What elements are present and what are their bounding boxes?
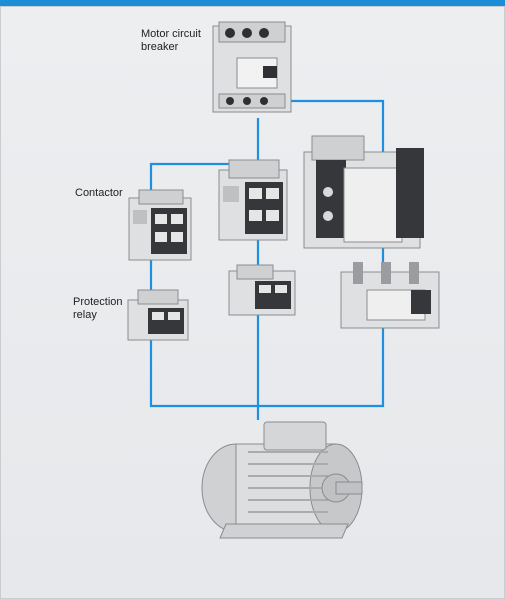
label-motor-circuit-breaker: Motor circuit breaker	[141, 28, 201, 53]
circuit-breaker-icon	[212, 21, 292, 113]
electric-motor-icon	[201, 421, 363, 539]
wire-bottom-bus	[149, 348, 385, 408]
thermal-relay-icon	[340, 262, 440, 329]
contactor-icon	[303, 135, 424, 249]
wire-left-loop	[149, 162, 258, 348]
contactor-icon	[128, 189, 192, 261]
label-contactor: Contactor	[75, 187, 123, 199]
thermal-relay-icon	[127, 289, 189, 341]
header-accent-bar	[0, 0, 505, 6]
contactor-icon	[218, 159, 288, 241]
label-protection-relay: Protection relay	[73, 296, 123, 321]
thermal-relay-icon	[228, 264, 296, 316]
